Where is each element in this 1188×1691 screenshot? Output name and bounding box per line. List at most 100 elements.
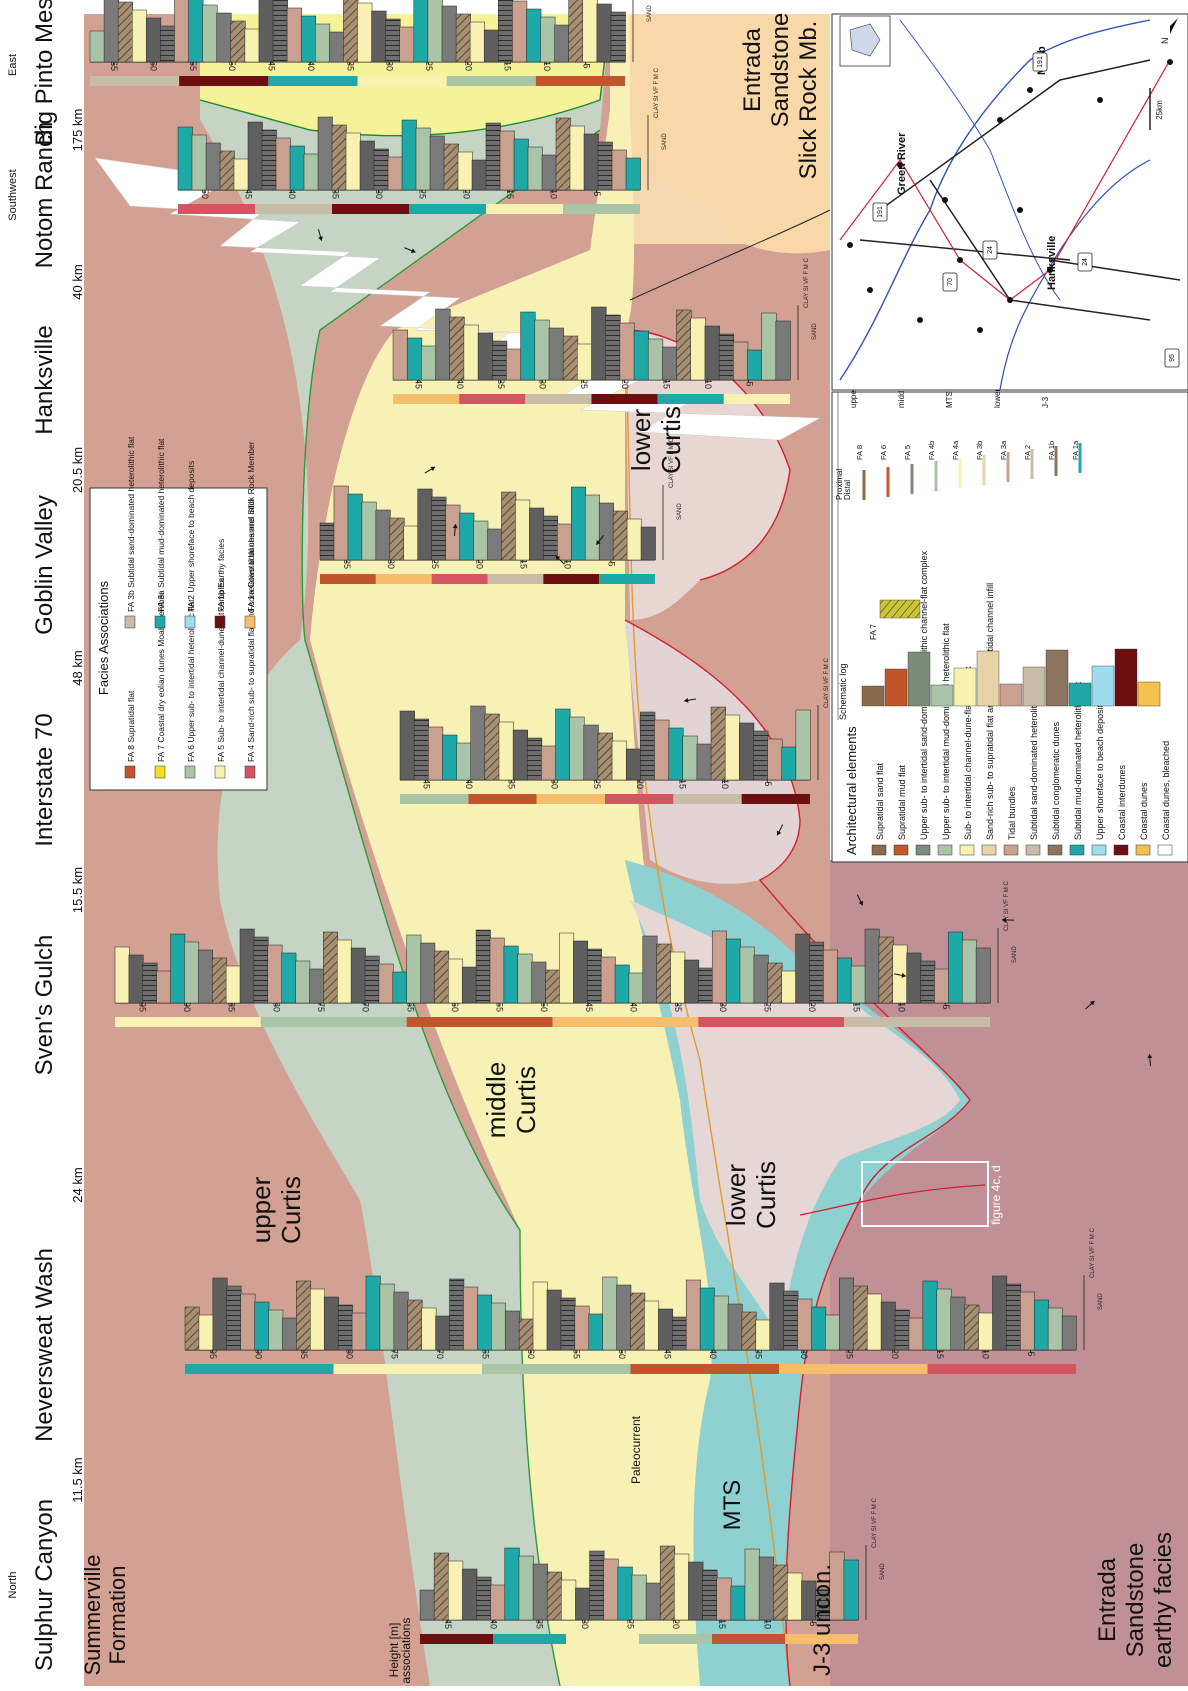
height-tick-label: 15 — [935, 1349, 945, 1359]
bed — [512, 1, 527, 62]
bed — [556, 118, 571, 190]
bed — [674, 1554, 689, 1620]
bed — [686, 1280, 700, 1350]
bed — [879, 937, 893, 1003]
fa-segment — [698, 1017, 844, 1027]
bed — [756, 1320, 770, 1350]
bed — [796, 934, 810, 1003]
fa-segment — [566, 1634, 639, 1644]
bed — [646, 1583, 661, 1620]
fa-segment — [724, 394, 790, 404]
height-tick-label: 50 — [200, 189, 210, 199]
height-tick-label: 15 — [518, 559, 528, 569]
bed — [533, 1564, 548, 1620]
distance-label: 15.5 km — [70, 867, 85, 913]
entrada-earthy-label-3: earthy facies — [1150, 1532, 1177, 1668]
height-tick-label: 40 — [287, 189, 297, 199]
figure-ref-label: figure 4c, d — [989, 1165, 1003, 1224]
bed — [629, 973, 643, 1003]
bed — [569, 0, 584, 62]
fa-segment — [432, 574, 488, 584]
bed — [726, 939, 740, 1003]
height-tick-label: 25 — [626, 1619, 636, 1629]
bed — [533, 1282, 547, 1350]
grain-size-label: CLAY SI VF F M C — [654, 68, 660, 118]
bed — [372, 11, 387, 62]
bed — [248, 122, 263, 190]
height-tick-label: 50 — [227, 61, 237, 71]
schematic-unit-label: MTS — [945, 391, 954, 408]
bed — [407, 338, 422, 380]
bed — [541, 17, 556, 62]
schematic-bed — [1000, 684, 1022, 706]
height-tick-label: 5 — [744, 381, 754, 386]
bed — [654, 720, 669, 780]
height-tick-label: 10 — [703, 379, 713, 389]
bed — [498, 0, 513, 62]
bed — [428, 727, 443, 780]
height-tick-label: 25 — [592, 779, 602, 789]
bed — [506, 349, 521, 380]
bed — [254, 937, 268, 1003]
bed — [796, 710, 811, 780]
bed — [287, 8, 302, 62]
bed — [189, 0, 204, 62]
bed — [346, 133, 361, 190]
schematic-bed — [862, 686, 884, 706]
bed — [456, 14, 471, 62]
bed — [669, 728, 684, 780]
bed — [626, 749, 641, 780]
section-direction: North — [7, 1572, 19, 1599]
bed — [601, 957, 615, 1003]
arch-label: Upper sub- to intertidal mud-dominated h… — [941, 623, 951, 840]
bed — [474, 521, 488, 560]
bed — [460, 513, 474, 560]
bed — [192, 135, 207, 190]
bed — [658, 1309, 672, 1350]
road-number: 95 — [1169, 354, 1176, 362]
fa-strip — [320, 574, 655, 584]
site-dot — [1017, 207, 1023, 213]
bed — [546, 970, 560, 1003]
height-tick-label: 15 — [717, 1619, 727, 1629]
bed — [490, 938, 504, 1003]
height-tick-label: 15 — [678, 779, 688, 789]
arch-label: Coastal dunes — [1139, 782, 1149, 840]
bed — [118, 2, 133, 62]
bed — [450, 317, 465, 380]
fa-segment — [393, 394, 459, 404]
bed — [895, 1310, 909, 1350]
arch-label: Supratidal sand flat — [875, 762, 885, 840]
bed — [962, 940, 976, 1003]
legend-swatch — [215, 616, 225, 628]
schematic-bed — [908, 652, 930, 706]
bed — [688, 1562, 703, 1620]
arch-swatch — [1114, 845, 1128, 855]
height-tick-label: 25 — [430, 559, 440, 569]
height-tick-label: 20 — [474, 559, 484, 569]
section-name: Goblin Valley — [31, 495, 58, 635]
bed — [519, 1319, 533, 1350]
bed — [416, 128, 431, 190]
bed — [241, 1294, 255, 1350]
height-tick-label: 30 — [718, 1002, 728, 1012]
height-tick-label: 45 — [584, 1002, 594, 1012]
bed — [844, 1560, 859, 1620]
height-tick-label: 20 — [620, 379, 630, 389]
schematic-bed — [977, 651, 999, 706]
height-tick-label: 45 — [243, 189, 253, 199]
bed — [418, 489, 432, 560]
bed — [491, 1303, 505, 1350]
bed — [700, 1288, 714, 1350]
bed — [909, 1318, 923, 1350]
bed — [477, 1577, 492, 1620]
lower-curtis-hanksville-label-1: lower — [626, 409, 656, 471]
height-tick-label: 30 — [549, 779, 559, 789]
bed — [604, 1559, 619, 1620]
bed — [644, 1301, 658, 1350]
section-direction: East — [7, 54, 19, 76]
bed — [376, 510, 390, 560]
bed — [529, 508, 543, 560]
height-tick-label: 5 — [581, 63, 591, 68]
